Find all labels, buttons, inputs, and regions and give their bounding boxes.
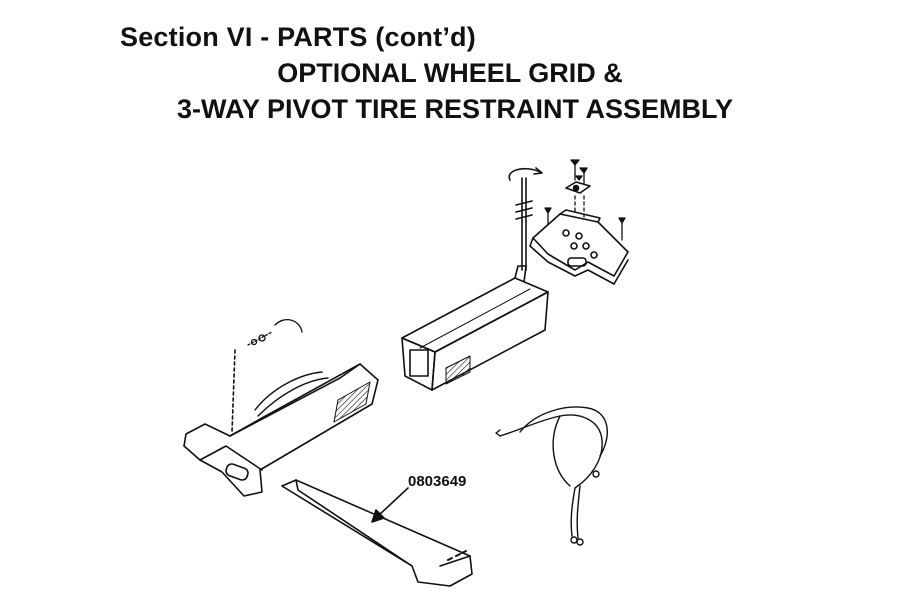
tire-restraint-frame	[183, 349, 379, 497]
strap-assembly	[495, 406, 608, 546]
assembly-title-line1: OPTIONAL WHEEL GRID &	[277, 58, 623, 88]
assembly-title-line2: 3-WAY PIVOT TIRE RESTRAINT ASSEMBLY	[176, 94, 734, 124]
part-number-callout: 0803649	[408, 473, 467, 490]
section-title: Section VI - PARTS (cont’d)	[120, 22, 476, 52]
pivot-pin	[508, 167, 543, 271]
callout-arrow	[371, 487, 409, 523]
channel-housing	[401, 265, 549, 391]
pivot-bracket	[529, 209, 629, 285]
clip-and-bolt	[247, 319, 303, 346]
bolt-set	[544, 159, 626, 241]
top-plate	[565, 181, 591, 194]
wheel-grid-bar	[281, 479, 473, 587]
